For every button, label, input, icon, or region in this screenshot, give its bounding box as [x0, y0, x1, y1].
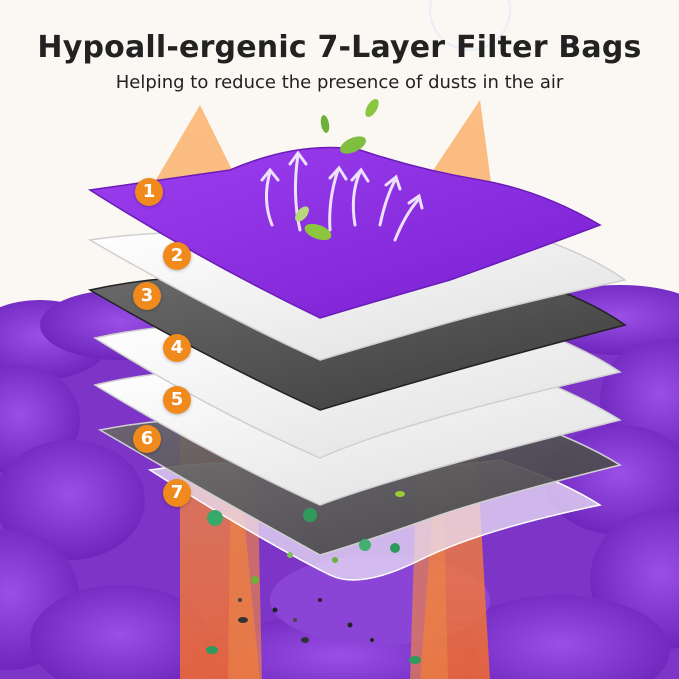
page-title: Hypoall-ergenic 7-Layer Filter Bags: [37, 30, 642, 65]
germ-particles: [206, 491, 421, 664]
bubble-decoration: [429, 0, 511, 51]
layer-4-badge: 4: [163, 334, 191, 362]
layer-6-badge: 6: [133, 425, 161, 453]
page-subtitle: Helping to reduce the presence of dusts …: [115, 72, 564, 93]
air-rising-arrows: [260, 150, 424, 242]
layer-1-badge: 1: [135, 178, 163, 206]
layer-1-sheet: [87, 146, 602, 319]
layer-5-badge: 5: [163, 386, 191, 414]
layer-3-badge: 3: [133, 282, 161, 310]
leaf-icons: [295, 98, 379, 241]
layer-2-badge: 2: [163, 242, 191, 270]
layer-7-badge: 7: [163, 479, 191, 507]
